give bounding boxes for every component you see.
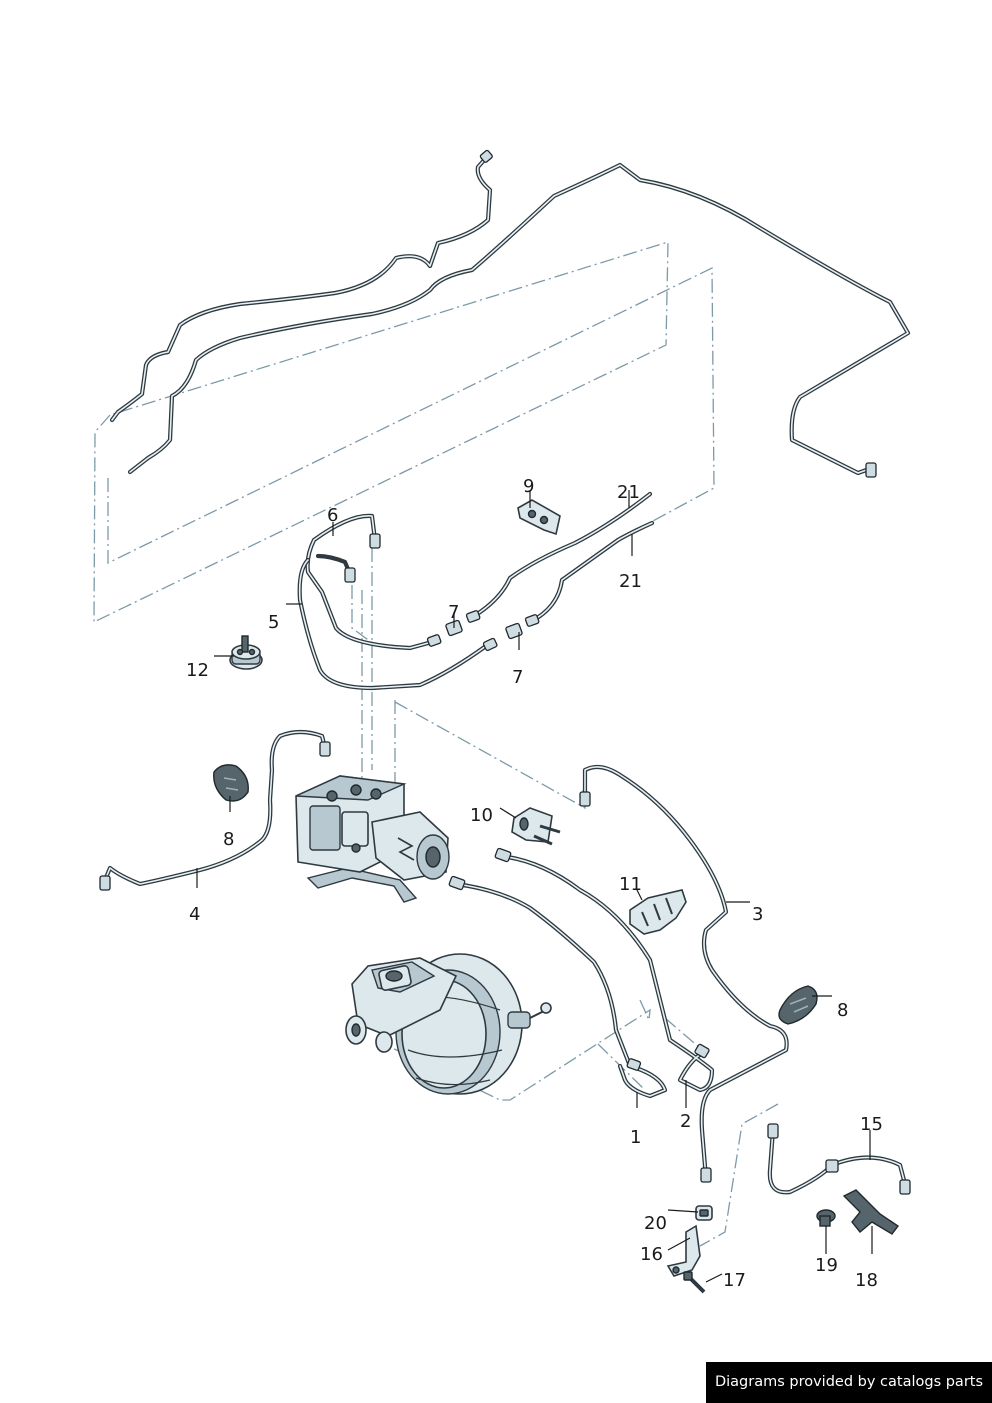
pipe-holder-10 (511, 807, 561, 846)
callout-6: 6 (327, 505, 338, 526)
pipe-clip-11 (629, 889, 687, 935)
callout-21a: 21 (617, 482, 640, 503)
grommet-8-right (778, 985, 818, 1025)
callout-16: 16 (640, 1244, 663, 1265)
callout-8a: 8 (223, 829, 234, 850)
callout-1: 1 (630, 1127, 641, 1148)
callout-21b: 21 (619, 571, 642, 592)
mount-12 (229, 635, 263, 670)
callout-7a: 7 (448, 602, 459, 623)
pipe-clip-9 (517, 499, 561, 536)
bracket-16 (666, 1224, 701, 1277)
brake-pipes (100, 155, 911, 1195)
assembly-reference-lines (93, 241, 779, 1247)
callout-17: 17 (723, 1270, 746, 1291)
callout-5: 5 (268, 612, 279, 633)
callout-15: 15 (860, 1114, 883, 1135)
catalog-credit-banner: Diagrams provided by catalogs parts (706, 1362, 992, 1403)
grommet-8-left (213, 764, 249, 802)
callout-3: 3 (752, 904, 763, 925)
callout-10: 10 (470, 805, 493, 826)
callout-11: 11 (619, 874, 642, 895)
callout-8b: 8 (837, 1000, 848, 1021)
callout-4: 4 (189, 904, 200, 925)
bolt-19 (816, 1209, 836, 1227)
bracket-18 (842, 1189, 900, 1235)
pipe-fittings (99, 149, 911, 1195)
callout-9: 9 (523, 476, 534, 497)
callout-18: 18 (855, 1270, 878, 1291)
callout-19: 19 (815, 1255, 838, 1276)
leader-lines (196, 490, 873, 1283)
callout-labels: 1 2 3 4 5 6 7 7 8 8 9 10 11 12 15 16 17 … (186, 476, 883, 1291)
callout-2: 2 (680, 1111, 691, 1132)
clip-20 (695, 1205, 713, 1221)
callout-20: 20 (644, 1213, 667, 1234)
brake-booster (345, 953, 552, 1095)
callout-12: 12 (186, 660, 209, 681)
abs-hydraulic-unit (295, 775, 450, 903)
callout-7b: 7 (512, 667, 523, 688)
bolt-17 (683, 1271, 706, 1294)
